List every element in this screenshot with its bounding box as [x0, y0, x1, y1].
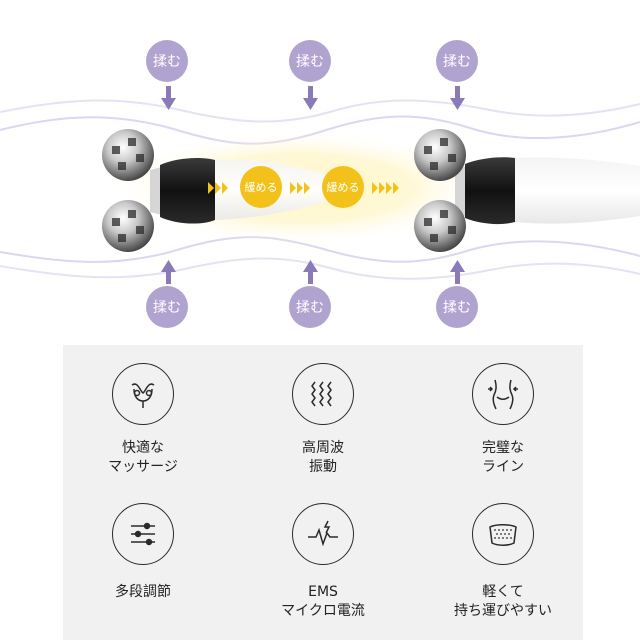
- feature-item-adjust: 多段調節: [63, 503, 223, 602]
- feature-line1: 軽くて: [482, 584, 524, 600]
- feature-line1: 多段調節: [115, 584, 171, 600]
- knead-label-top-2: 揉む: [289, 40, 331, 82]
- wave-vibration-icon: [292, 363, 354, 425]
- feature-line2: マイクロ電流: [281, 603, 365, 619]
- relax-label-1: 緩める: [240, 166, 282, 208]
- feature-line1: 完璧な: [482, 440, 524, 456]
- knead-label-top-3: 揉む: [436, 40, 478, 82]
- pouch-bag-icon: [472, 503, 534, 565]
- knead-label-bottom-1: 揉む: [146, 286, 188, 328]
- knead-label-bottom-2: 揉む: [289, 286, 331, 328]
- feature-panel: 快適なマッサージ 高周波振動 完璧なライン: [63, 345, 583, 640]
- feature-item-vibration: 高周波振動: [243, 363, 403, 477]
- roller-illustration: 揉む 揉む 揉む 揉む 揉む 揉む 緩める 緩める: [0, 40, 640, 328]
- feature-line2: 振動: [309, 459, 337, 475]
- feature-line1: EMS: [308, 584, 338, 600]
- feature-item-portable: 軽くて持ち運びやすい: [423, 503, 583, 621]
- feature-line2: ライン: [482, 459, 524, 475]
- relax-label-2: 緩める: [322, 166, 364, 208]
- body-line-icon: [472, 363, 534, 425]
- feature-line1: 快適な: [122, 440, 164, 456]
- feature-line2: マッサージ: [108, 459, 178, 475]
- slider-adjust-icon: [112, 503, 174, 565]
- feature-item-line: 完璧なライン: [423, 363, 583, 477]
- feature-line2: 持ち運びやすい: [454, 603, 552, 619]
- knead-label-top-1: 揉む: [146, 40, 188, 82]
- lymph-massage-icon: [112, 363, 174, 425]
- feature-item-ems: EMS マイクロ電流: [243, 503, 403, 621]
- roller-diagram: [0, 86, 640, 284]
- knead-label-bottom-3: 揉む: [436, 286, 478, 328]
- feature-line1: 高周波: [302, 440, 344, 456]
- ems-pulse-icon: [292, 503, 354, 565]
- feature-item-massage: 快適なマッサージ: [63, 363, 223, 477]
